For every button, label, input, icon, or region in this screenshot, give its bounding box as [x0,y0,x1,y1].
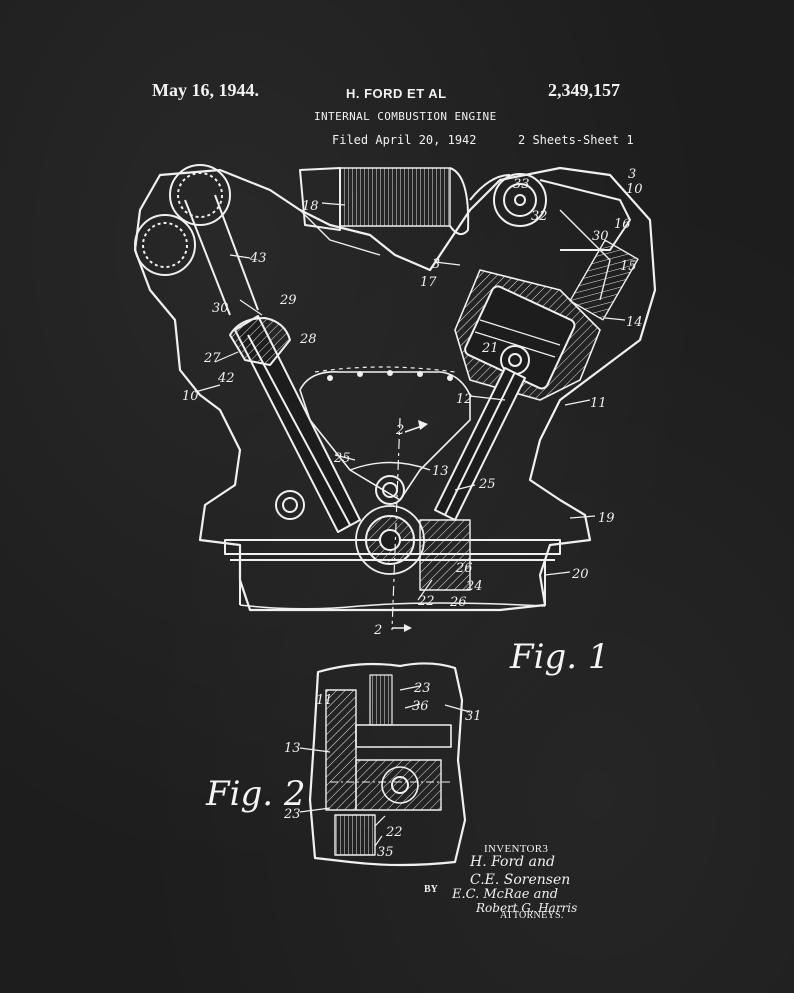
patent-date: May 16, 1944. [152,80,259,100]
label-3a: 3 [628,167,636,182]
label-32: 32 [531,209,548,224]
label-29: 29 [279,293,297,308]
label-15: 15 [620,259,637,274]
inventors-label: INVENTOR3 [484,843,549,855]
signature-line1: H. Ford and [469,854,555,870]
fig2-detail [299,662,471,867]
fig1-label-group: 3 10 33 32 30 16 18 3 17 15 14 43 30 29 … [182,167,643,638]
label-33: 33 [513,177,530,192]
by-label: BY [424,884,438,895]
signature-line3: E.C. McRae and [451,887,558,902]
label-18: 18 [302,199,319,214]
fig2-label-31: 31 [465,709,482,724]
fig2-label-11: 11 [316,693,333,708]
fig1-caption: Fig. 1 [509,637,609,677]
attorneys-label: ATTORNEYS. [500,910,564,921]
fig2-label-22: 22 [385,825,403,840]
label-20: 20 [571,567,589,582]
label-16: 16 [614,217,631,232]
label-14: 14 [626,315,643,330]
label-24: 24 [465,579,483,594]
label-27: 27 [203,351,221,366]
fig2-label-23b: 23 [283,807,301,822]
label-25a: 25 [333,451,351,466]
fig2-label-35: 35 [377,845,394,860]
inventor-name: H. FORD ET AL [346,86,447,101]
label-43: 43 [249,251,267,266]
label-10a: 10 [626,182,643,197]
signature-line4: Robert G. Harris [475,901,577,915]
fig1-engine [133,164,657,632]
label-22: 22 [417,594,435,609]
label-2-bottom: 2 [373,623,382,638]
label-21: 21 [481,341,499,356]
fig2-caption: Fig. 2 [205,774,305,814]
fig2-label-23a: 23 [413,681,431,696]
filed-date: Filed April 20, 1942 [332,133,477,147]
fig1-leaders [194,202,626,601]
signature-line2: C.E. Sorensen [470,872,570,888]
label-42: 42 [217,371,235,386]
label-13: 13 [432,464,449,479]
label-25b: 25 [478,477,496,492]
patent-number: 2,349,157 [548,80,620,100]
label-30: 30 [212,301,229,316]
label-2-top: 2 [395,423,404,438]
label-19: 19 [598,511,615,526]
label-17: 17 [420,275,437,290]
label-11: 11 [590,396,607,411]
fig2-label-13: 13 [284,741,301,756]
label-10: 10 [182,389,199,404]
patent-title: INTERNAL COMBUSTION ENGINE [314,110,497,123]
label-30r: 30 [592,229,609,244]
signature-block: H. Ford and C.E. Sorensen E.C. McRae and… [451,854,577,915]
fig2-label-36: 36 [412,699,429,714]
label-12: 12 [456,392,473,407]
label-26a: 26 [455,561,473,576]
sheet-count: 2 Sheets-Sheet 1 [518,133,634,147]
label-3b: 3 [432,257,440,272]
fig2-label-group: 11 23 36 31 13 23 22 35 [283,681,482,860]
label-28: 28 [299,332,317,347]
label-26b: 26 [449,595,467,610]
